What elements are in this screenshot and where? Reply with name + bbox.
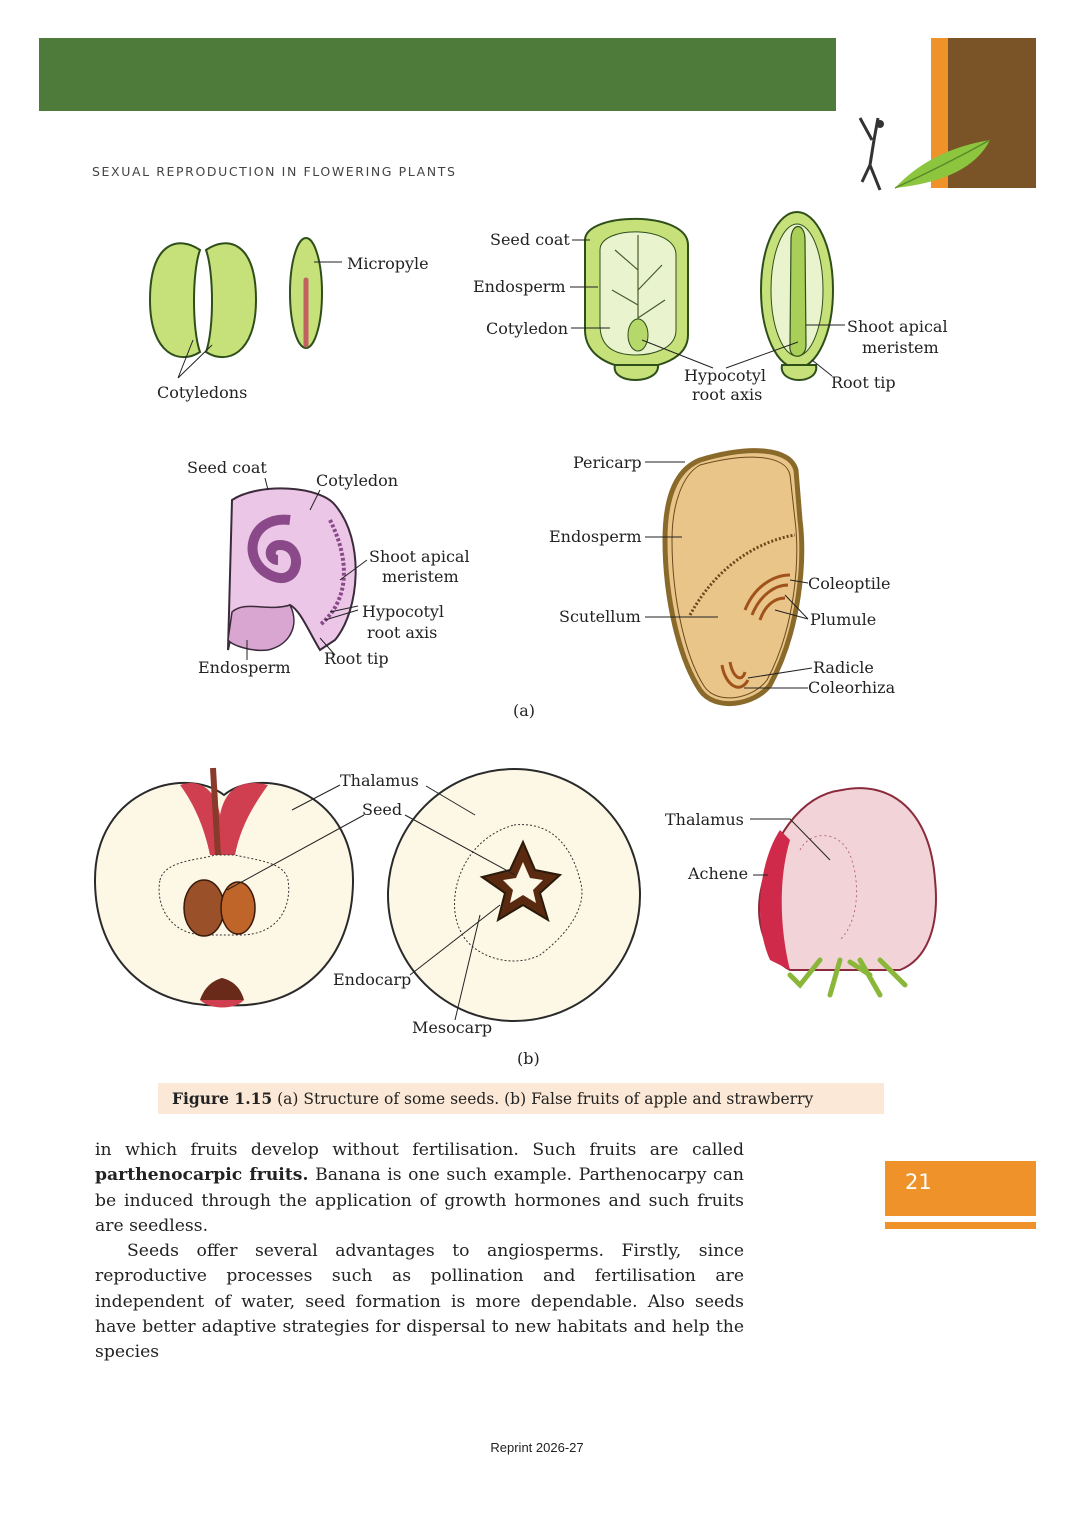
strawberry-drawing	[758, 787, 937, 998]
label-micropyle: Micropyle	[347, 254, 429, 273]
label-root-axis-pea: root axis	[367, 623, 437, 642]
caption-box	[158, 1083, 884, 1114]
label-seed-coat-castor: Seed coat	[490, 230, 570, 249]
bean-cotyledons-drawing	[148, 237, 323, 359]
label-coleorhiza: Coleorhiza	[808, 678, 896, 697]
label-scutellum: Scutellum	[559, 607, 641, 626]
paragraph-2: Seeds offer several advantages to angios…	[95, 1241, 744, 1363]
reprint-footer: Reprint 2026-27	[490, 1440, 584, 1455]
label-cotyledon-castor: Cotyledon	[486, 319, 568, 338]
maize-grain-drawing	[662, 448, 805, 707]
label-root-tip-pea: Root tip	[324, 649, 389, 668]
pea-seed-drawing	[227, 487, 357, 652]
caption-text: (a) Structure of some seeds. (b) False f…	[272, 1090, 814, 1108]
label-plumule: Plumule	[810, 610, 876, 629]
label-shoot-apical-castor: Shoot apical	[847, 317, 948, 336]
apple-transverse-drawing	[387, 768, 641, 1022]
label-meristem-castor: meristem	[862, 338, 939, 357]
apple-longitudinal-drawing	[93, 767, 355, 1008]
label-root-tip-castor: Root tip	[831, 373, 896, 392]
page-number-underline	[885, 1222, 1036, 1229]
label-thalamus-apple: Thalamus	[340, 771, 419, 790]
label-seed-coat-pea: Seed coat	[187, 458, 267, 477]
label-endosperm-pea: Endosperm	[198, 658, 291, 677]
label-pericarp: Pericarp	[573, 453, 642, 472]
label-hypocotyl-pea: Hypocotyl	[362, 602, 444, 621]
header-green-band	[39, 38, 836, 111]
castor-seed-drawing	[584, 211, 834, 381]
label-meristem-pea: meristem	[382, 567, 459, 586]
label-endosperm-castor: Endosperm	[473, 277, 566, 296]
label-endocarp: Endocarp	[333, 970, 411, 989]
label-endosperm-maize: Endosperm	[549, 527, 642, 546]
caption-label: Figure 1.15	[172, 1089, 273, 1108]
label-cotyledons: Cotyledons	[157, 383, 247, 402]
label-achene: Achene	[687, 864, 748, 883]
label-radicle: Radicle	[813, 658, 874, 677]
label-shoot-apical-pea: Shoot apical	[369, 547, 470, 566]
p1-bold-term: parthenocarpic fruits.	[95, 1165, 309, 1186]
label-thalamus-strawberry: Thalamus	[665, 810, 744, 829]
body-text: in which fruits develop without fertilis…	[95, 1138, 744, 1366]
label-coleoptile: Coleoptile	[808, 574, 890, 593]
figure-caption: Figure 1.15 (a) Structure of some seeds.…	[172, 1089, 813, 1108]
header-orange-strip	[931, 38, 948, 188]
chapter-title: SEXUAL REPRODUCTION IN FLOWERING PLANTS	[92, 164, 457, 179]
label-part-b: (b)	[517, 1049, 540, 1068]
label-mesocarp: Mesocarp	[412, 1018, 492, 1037]
label-part-a: (a)	[513, 701, 535, 720]
paragraph-1: in which fruits develop without fertilis…	[95, 1138, 744, 1239]
label-seed-apple: Seed	[362, 800, 402, 819]
label-hypocotyl-castor: Hypocotyl	[684, 366, 766, 385]
page-number-box	[885, 1161, 1036, 1216]
leaf-logo-icon	[858, 117, 991, 191]
p1-end: Banana is one such example. Parthenocarp…	[95, 1165, 744, 1236]
page-number: 21	[905, 1170, 932, 1194]
label-root-axis-castor: root axis	[692, 385, 762, 404]
label-cotyledon-pea: Cotyledon	[316, 471, 398, 490]
p1-start: in which fruits develop without fertilis…	[95, 1140, 744, 1160]
figure-1-15: Cotyledons Micropyle Seed coat Endosperm…	[93, 211, 948, 1068]
